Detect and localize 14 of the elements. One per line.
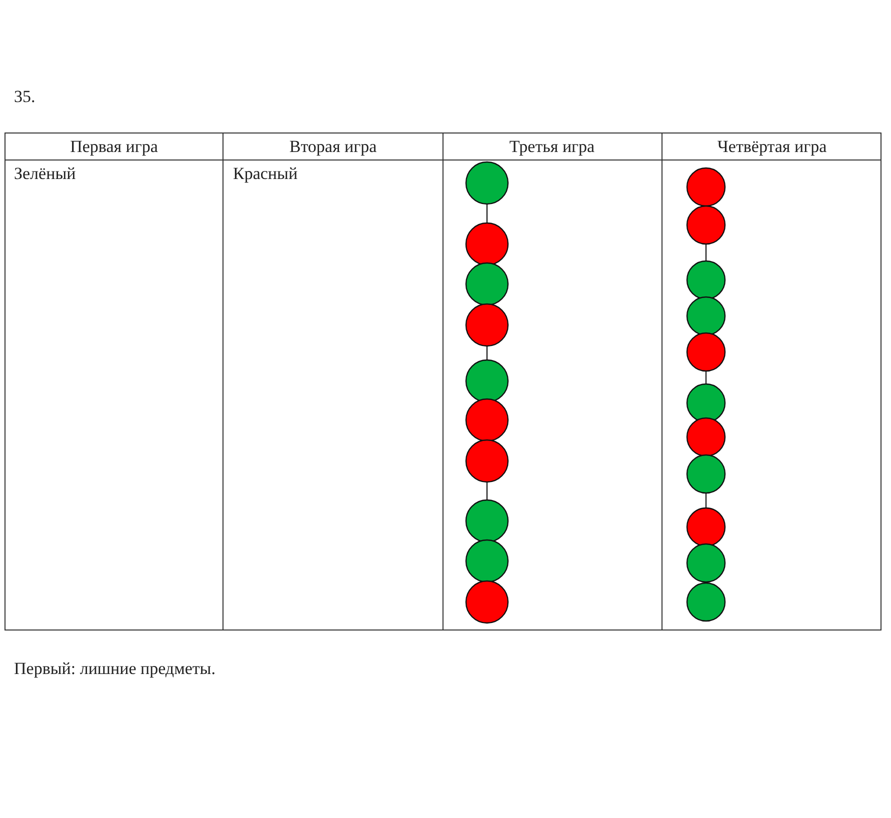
string-line: [705, 493, 707, 508]
column-header: Первая игра: [70, 137, 158, 157]
string-line: [486, 346, 488, 360]
string-line: [705, 371, 707, 384]
task-number: 35.: [14, 87, 36, 107]
column-header: Вторая игра: [289, 137, 377, 157]
column-header: Третья игра: [509, 137, 595, 157]
cell-text: Зелёный: [14, 164, 76, 184]
column-header: Четвёртая игра: [717, 137, 827, 157]
string-line: [705, 244, 707, 261]
string-line: [486, 204, 488, 223]
answer-text: Первый: лишние предметы.: [14, 659, 216, 679]
string-line: [486, 482, 488, 500]
cell-text: Красный: [233, 164, 298, 184]
